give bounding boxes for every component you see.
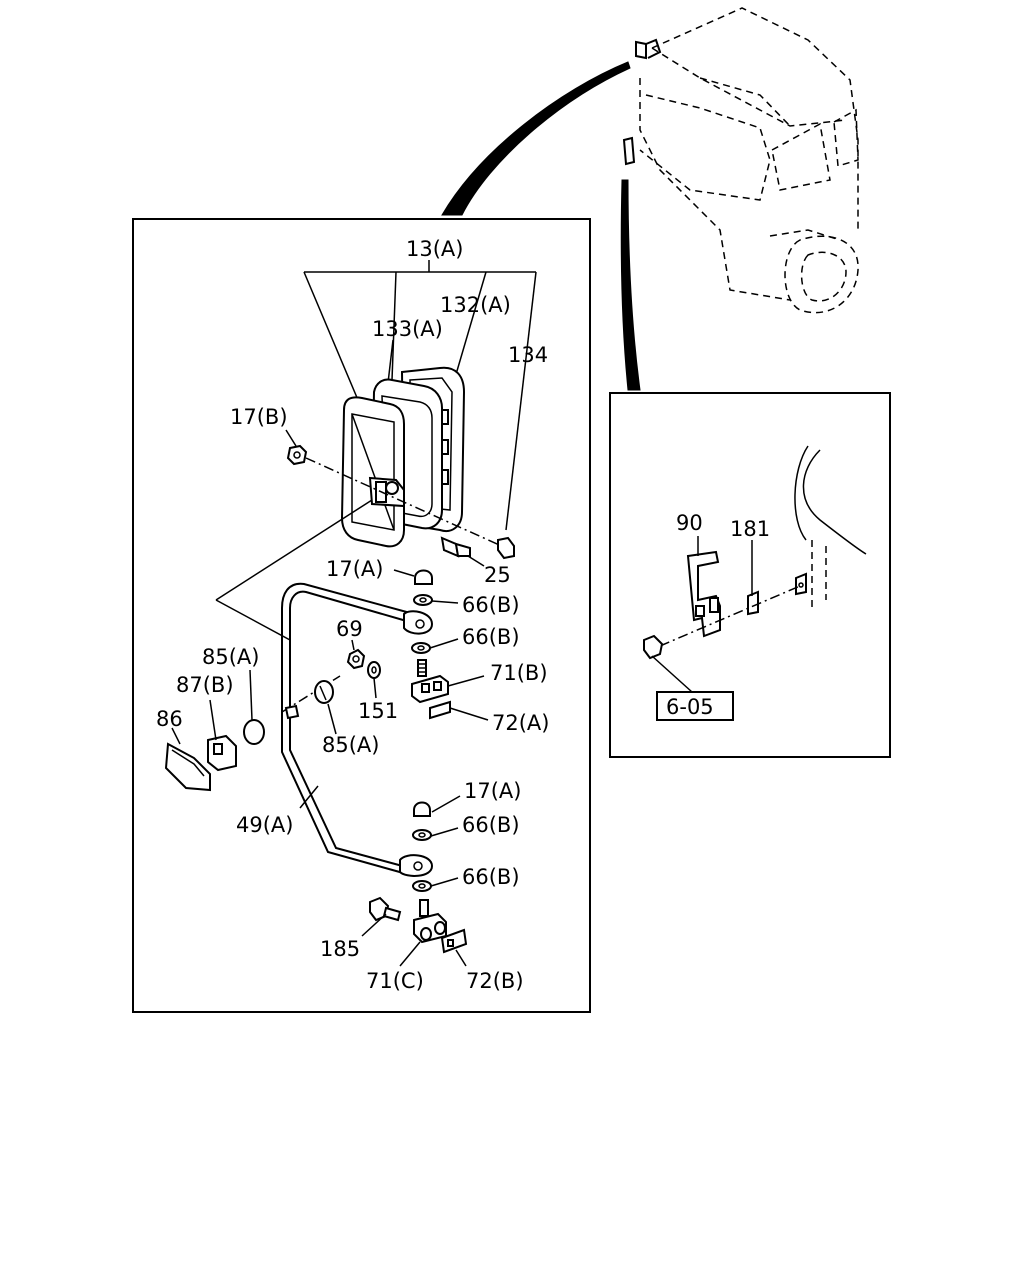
leader-stay-2: [215, 599, 291, 641]
bolt-185: [361, 896, 402, 937]
label-ref-6-05: 6-05: [666, 695, 714, 719]
callout-swoosh-detail: [620, 179, 641, 391]
bracket-71b: [411, 659, 485, 704]
group-13a-leaders: [303, 260, 537, 531]
label-66b-3: 66(B): [462, 813, 520, 837]
label-49a: 49(A): [236, 813, 293, 837]
axis-line-mirror: [305, 457, 507, 549]
bulb-85a: [243, 669, 265, 745]
socket-85a: [284, 680, 337, 735]
label-132a: 132(A): [440, 293, 511, 317]
label-13a: 13(A): [406, 237, 463, 261]
label-66b-2: 66(B): [462, 625, 520, 649]
label-69: 69: [336, 617, 363, 641]
label-17b: 17(B): [230, 405, 288, 429]
washer-66b-1: [413, 594, 459, 606]
washer-151: [367, 661, 381, 699]
leader-clamp-stay: [215, 499, 373, 601]
label-71b: 71(B): [490, 661, 548, 685]
label-66b-4: 66(B): [462, 865, 520, 889]
label-87b: 87(B): [176, 673, 234, 697]
label-133a: 133(A): [372, 317, 443, 341]
plate-72a: [429, 700, 489, 721]
label-17a-top: 17(A): [326, 557, 383, 581]
washer-66b-2: [411, 638, 459, 654]
label-90: 90: [676, 511, 703, 535]
callout-labels: 13(A) 132(A) 133(A) 134 17(B) 25 17(A) 6…: [156, 237, 770, 993]
bracket-71c: [399, 899, 447, 967]
label-85a-mid: 85(A): [322, 733, 379, 757]
label-86: 86: [156, 707, 183, 731]
label-181: 181: [730, 517, 770, 541]
label-17a-low: 17(A): [464, 779, 521, 803]
label-66b-1: 66(B): [462, 593, 520, 617]
callout-swoosh-main: [441, 61, 631, 216]
main-detail-frame: [132, 218, 591, 1013]
label-134: 134: [508, 343, 548, 367]
nut-17b: [285, 429, 308, 466]
bolt-25: [440, 536, 485, 567]
axis-line-lamp: [281, 675, 341, 713]
washer-66b-4: [412, 877, 459, 892]
label-72a: 72(A): [492, 711, 549, 735]
washer-66b-3: [412, 827, 459, 841]
plate-72b: [440, 928, 468, 967]
cap-nut-17a-top: [393, 569, 433, 585]
label-71c: 71(C): [366, 969, 424, 993]
mirror-assembly: [340, 366, 466, 548]
label-185: 185: [320, 937, 360, 961]
truck-cab-illustration: [622, 7, 859, 314]
ref-6-05-box: [656, 691, 734, 721]
mirror-stay-49a: [281, 582, 434, 877]
label-85a-left: 85(A): [202, 645, 259, 669]
nut-69: [346, 639, 366, 670]
bracket-detail-body: [643, 445, 867, 693]
lens-86: [164, 727, 211, 792]
label-151: 151: [358, 699, 398, 723]
label-25: 25: [484, 563, 511, 587]
screw-134: [497, 536, 515, 560]
label-72b: 72(B): [466, 969, 524, 993]
cap-nut-17a-low: [413, 795, 461, 817]
bracket-detail-frame: [609, 392, 891, 758]
lamp-housing-87b: [207, 699, 237, 772]
